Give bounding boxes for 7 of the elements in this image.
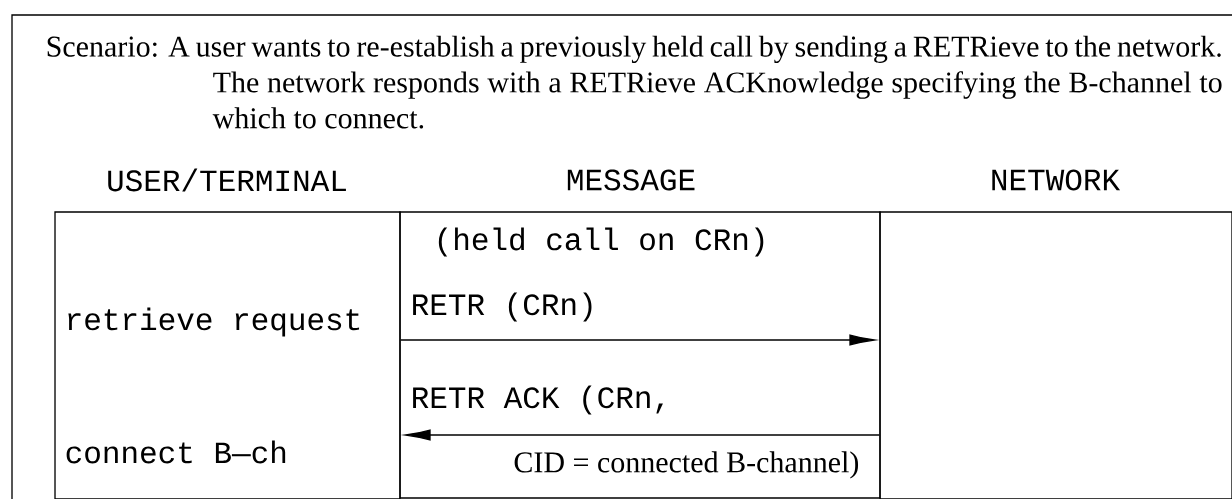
- message-text: CID = connected B-channel): [514, 451, 859, 479]
- edge-label: RETR ACK (CRn,: [413, 385, 663, 415]
- column-header: MESSAGE: [567, 169, 695, 191]
- table-cell: [879, 211, 1232, 499]
- table-cell: retrieve request connect B—ch: [54, 211, 401, 499]
- edge-label: RETR (CRn): [413, 292, 592, 322]
- message-text: (held call on CRn): [438, 227, 764, 257]
